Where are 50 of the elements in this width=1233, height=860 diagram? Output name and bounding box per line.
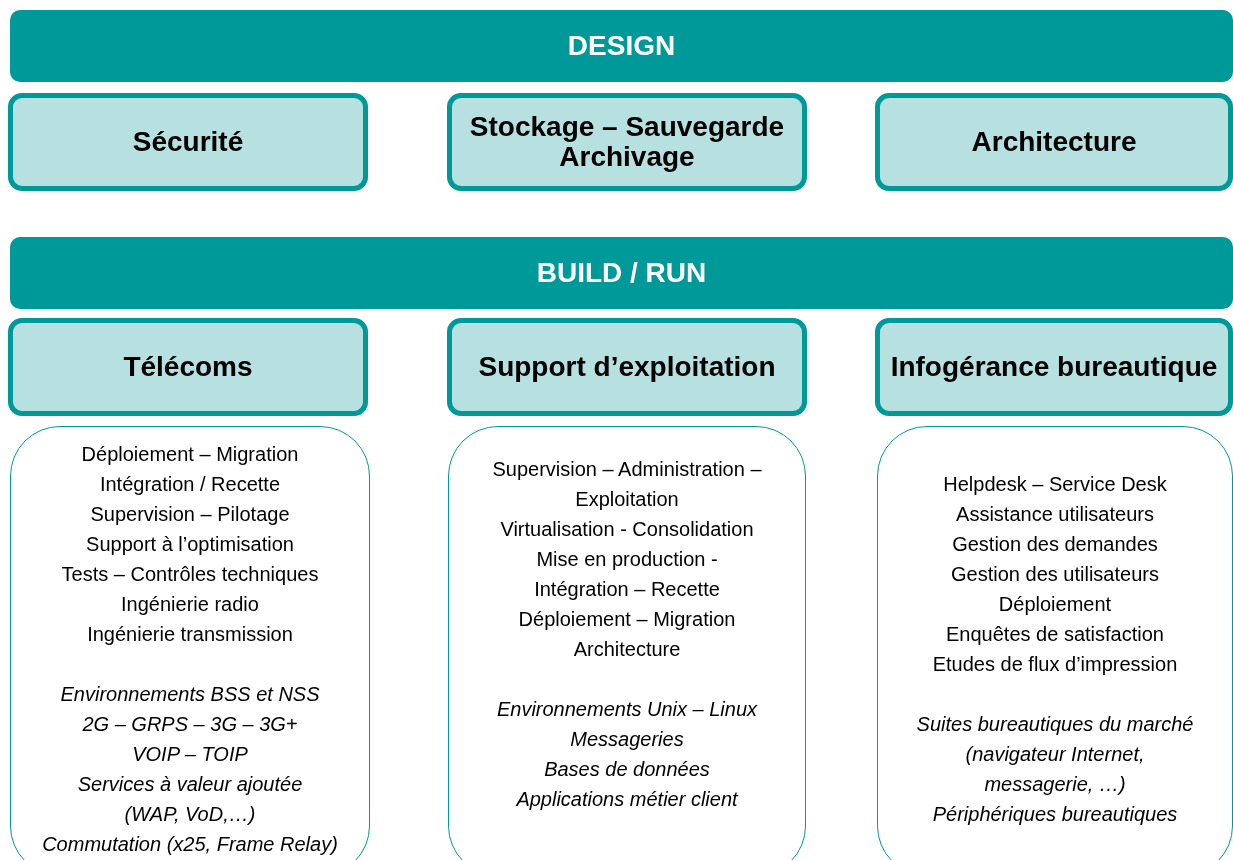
service-item: Support à l’optimisation [85, 532, 295, 557]
category-title: Architecture [971, 127, 1137, 157]
service-item: Gestion des demandes [951, 532, 1159, 557]
service-item: Etudes de flux d’impression [931, 652, 1179, 677]
category-box [8, 318, 368, 416]
category-box [875, 93, 1233, 191]
service-item: Assistance utilisateurs [955, 502, 1155, 527]
category-title: Stockage – Sauvegarde Archivage [468, 112, 786, 172]
service-item: Déploiement – Migration [80, 442, 300, 467]
section-banner [10, 10, 1233, 82]
technology-text: Applications métier client [514, 787, 739, 812]
service-item: Déploiement [997, 592, 1113, 617]
category-box [875, 318, 1233, 416]
service-item: Déploiement – Migration [517, 607, 737, 632]
technology-text: Environnements Unix – Linux [495, 697, 759, 722]
technology-text: (WAP, VoD,…) [123, 802, 257, 827]
category-box [447, 93, 807, 191]
section-banner [10, 237, 1233, 309]
technology-text: Messageries [569, 727, 685, 752]
service-item: Supervision – Pilotage [89, 502, 291, 527]
service-item: Gestion des utilisateurs [950, 562, 1160, 587]
service-item: Helpdesk – Service Desk [942, 472, 1168, 497]
service-item: Architecture [572, 637, 682, 662]
service-item: Ingénierie transmission [86, 622, 294, 647]
services-panel [10, 426, 370, 860]
technology-text: Environnements BSS et NSS [59, 682, 321, 707]
category-title: Infogérance bureautique [890, 352, 1218, 382]
service-item: Supervision – Administration – Exploitation [491, 457, 763, 512]
service-item: Virtualisation - Consolidation [499, 517, 755, 542]
technology-text: Périphériques bureautiques [931, 802, 1179, 827]
services-panel [448, 426, 806, 860]
technology-text: VOIP – TOIP [131, 742, 249, 767]
category-title: Support d’exploitation [478, 352, 776, 382]
category-box [447, 318, 807, 416]
technology-text: Services à valeur ajoutée [76, 772, 304, 797]
service-item: Intégration / Recette [98, 472, 282, 497]
technology-text: 2G – GRPS – 3G – 3G+ [81, 712, 299, 737]
service-item: Tests – Contrôles techniques [60, 562, 320, 587]
technology-text: Commutation (x25, Frame Relay) [41, 832, 339, 857]
service-item: Enquêtes de satisfaction [945, 622, 1165, 647]
category-title: Télécoms [123, 352, 253, 382]
banner-title: DESIGN [567, 30, 676, 62]
category-title: Sécurité [132, 127, 244, 157]
service-item: Mise en production - Intégration – Recette [533, 547, 721, 602]
service-item: Ingénierie radio [120, 592, 260, 617]
category-box [8, 93, 368, 191]
technology-text: Suites bureautiques du marché (navigateur Internet, messagerie, …) [915, 712, 1195, 797]
technology-text: Bases de données [543, 757, 711, 782]
services-panel [877, 426, 1233, 860]
banner-title: BUILD / RUN [536, 257, 707, 289]
